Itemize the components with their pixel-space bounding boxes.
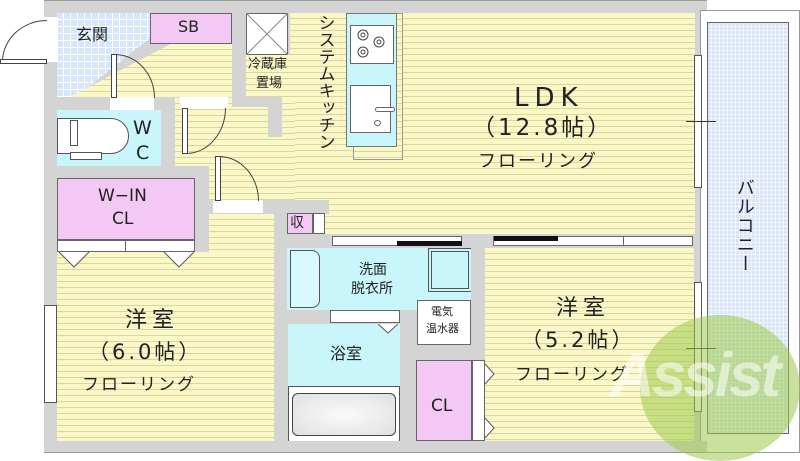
ldk-floor: フローリング xyxy=(478,151,598,172)
bathroom xyxy=(288,324,400,386)
burner-icon xyxy=(357,29,385,58)
wic-door-divider xyxy=(125,240,126,252)
closet-label: CL xyxy=(431,396,453,416)
bath-right-wall xyxy=(400,310,416,441)
wic-label-2: CL xyxy=(112,209,134,229)
fridge-area xyxy=(246,55,290,98)
room1-window xyxy=(44,305,57,403)
closet-doors[interactable] xyxy=(472,360,485,441)
bathroom-label: 浴室 xyxy=(330,344,363,363)
wic-side-wall xyxy=(195,166,209,253)
walk-in-closet xyxy=(57,178,195,240)
bathroom-door-marker-icon xyxy=(378,324,398,334)
toilet-bowl-icon xyxy=(57,118,129,154)
room1-name: 洋室 xyxy=(125,308,180,333)
ldk-window-mark xyxy=(686,121,716,122)
wic-label-1: W−IN xyxy=(98,186,147,206)
room1-door-opening[interactable] xyxy=(213,200,263,213)
closet-door-marker-2-icon xyxy=(485,363,495,439)
shoe-box-label: SB xyxy=(178,17,200,36)
balcony-label: バルコニー xyxy=(733,178,755,273)
bathroom-door[interactable] xyxy=(330,310,400,323)
toilet-tank-icon xyxy=(70,120,78,146)
system-kitchen-label: システムキッチン xyxy=(314,14,335,150)
washbasin-icon xyxy=(290,250,320,308)
ldk-size: （12.8帖） xyxy=(472,115,614,141)
room2-window-mark xyxy=(686,348,716,349)
room2-door-divider xyxy=(623,236,624,246)
storage-door[interactable] xyxy=(313,213,325,234)
fridge-space-label-1: 冷蔵庫 xyxy=(248,57,288,72)
fridge-wall-bottom xyxy=(232,97,282,107)
faucet-icon xyxy=(375,107,395,112)
washroom-label-2: 脱衣所 xyxy=(351,281,393,297)
top-wall-line xyxy=(44,0,707,1)
entrance-door-leaf xyxy=(0,59,47,64)
stove xyxy=(350,25,394,64)
washroom-door-panel xyxy=(397,241,462,246)
hall-to-room1 xyxy=(209,214,274,254)
washing-machine-inner xyxy=(431,251,469,289)
entrance-label: 玄関 xyxy=(76,25,109,44)
drain-icon xyxy=(374,120,381,126)
room2-size: （5.2帖） xyxy=(521,328,636,352)
wc-door-opening[interactable] xyxy=(110,97,154,110)
bathtub-icon xyxy=(292,393,396,436)
room1-size: （6.0帖） xyxy=(88,340,203,364)
wc-side-wall xyxy=(161,97,175,174)
fridge-space-label-2: 置場 xyxy=(256,76,283,91)
wic-door-marker-icon xyxy=(58,252,195,268)
wc-label-2: C xyxy=(136,142,150,164)
wic-doors[interactable] xyxy=(57,240,195,252)
storage-label: 収 xyxy=(290,215,304,231)
western-room-1 xyxy=(57,252,274,441)
entrance-door-opening[interactable] xyxy=(44,17,58,62)
entrance-door-swing[interactable] xyxy=(2,20,47,62)
room2-door-panel xyxy=(494,236,558,241)
toilet-seat-icon xyxy=(70,152,102,160)
water-heater xyxy=(417,300,471,345)
fridge-wall xyxy=(232,13,246,98)
room2-sliding-door[interactable] xyxy=(493,236,693,246)
washroom-label-1: 洗面 xyxy=(359,262,387,278)
wic-top-wall xyxy=(44,166,209,178)
fridge-cross-icon xyxy=(246,13,288,55)
shoe-box xyxy=(150,13,232,44)
room1-floor: フローリング xyxy=(82,375,196,395)
room2-name: 洋室 xyxy=(556,296,611,321)
ldk-name: LDK xyxy=(514,83,584,113)
room2-floor: フローリング xyxy=(515,365,629,385)
room2-window xyxy=(694,282,702,412)
closet xyxy=(416,360,472,441)
hall-door-opening[interactable] xyxy=(180,97,228,109)
room1-right-wall xyxy=(274,210,288,441)
bottom-wall xyxy=(44,441,707,453)
water-heater-label-1: 電気 xyxy=(431,305,453,318)
storage xyxy=(287,213,313,234)
water-heater-label-2: 温水器 xyxy=(426,322,459,335)
wc-label-1: W xyxy=(133,117,152,139)
fridge-wall-stub xyxy=(268,97,282,137)
